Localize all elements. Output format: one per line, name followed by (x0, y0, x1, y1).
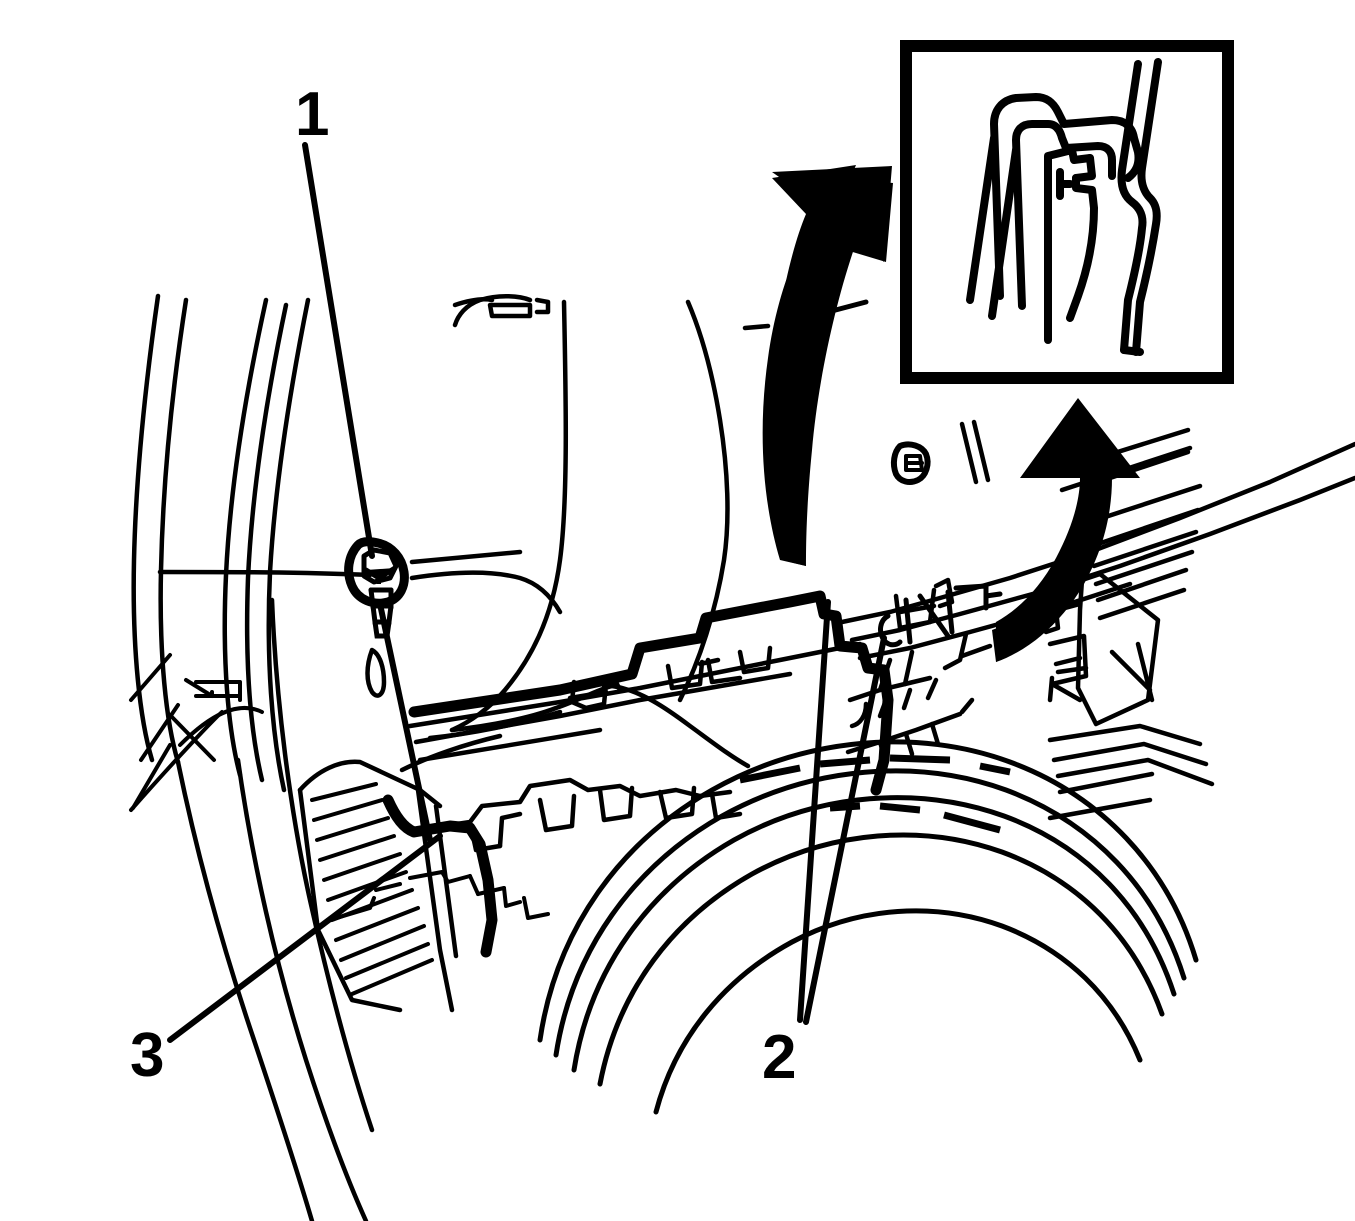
leader-line-1-lower (377, 601, 433, 843)
detail-view-box (900, 40, 1234, 384)
inner-wheelhouse-curve (129, 705, 264, 812)
fender-liner-structure (407, 641, 863, 763)
fender-liner-lower (427, 777, 743, 853)
vent-grille-panel (297, 759, 443, 1013)
callout-label-1: 1 (295, 80, 329, 149)
rail-embossing (878, 583, 1003, 648)
curved-arrow-head (772, 166, 892, 262)
wiring-harness-branch (382, 794, 498, 958)
panel-edge-detail (409, 549, 563, 615)
inset-detail-drawing (966, 58, 1162, 356)
leader-line-1 (302, 142, 375, 559)
pillar-bracket-detail (129, 653, 242, 810)
leader-line-3 (167, 833, 443, 1043)
callout-label-3: 3 (130, 1021, 164, 1090)
callout-label-2: 2 (762, 1023, 796, 1092)
leader-line-2a (797, 599, 831, 1023)
vent-grille-slats (310, 782, 434, 996)
body-hole-detail (365, 647, 387, 698)
leader-line-2b (803, 635, 887, 1025)
curved-arrow-band (762, 172, 893, 566)
callout-leader-lines (167, 142, 887, 1043)
arrow-tick-mark (825, 299, 869, 315)
vehicle-body-outline (131, 293, 375, 1221)
straight-arrow-to-inset (992, 398, 1140, 662)
